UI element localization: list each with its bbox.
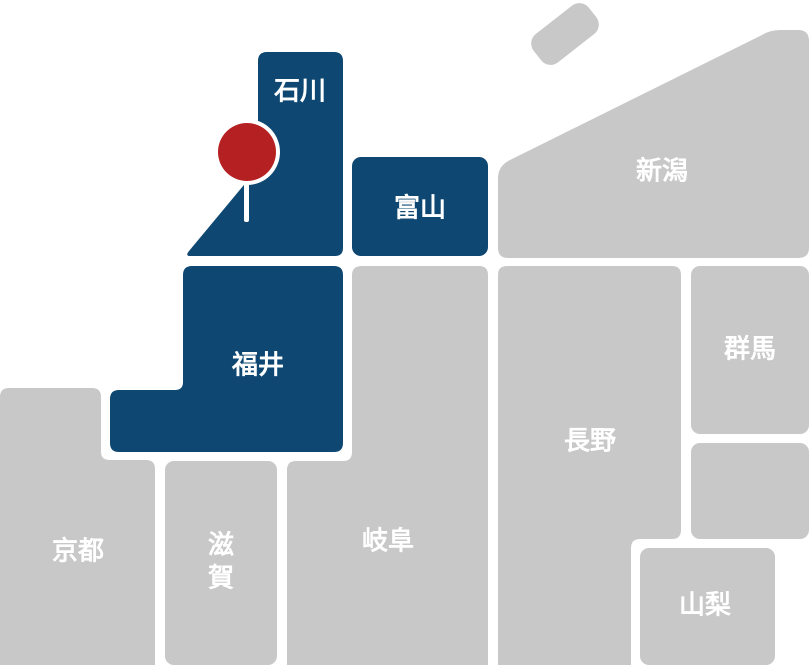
niigata-label: 新潟 <box>636 156 688 187</box>
prefecture-toyama[interactable] <box>352 157 488 256</box>
toyama-label: 富山 <box>394 193 446 224</box>
nagano-label: 長野 <box>564 427 616 457</box>
kyoto-label: 京都 <box>52 536 104 567</box>
prefecture-yamanashi[interactable] <box>640 548 775 665</box>
prefecture-gifu[interactable] <box>287 266 488 665</box>
prefecture-kyoto[interactable] <box>0 388 155 665</box>
fukui-label: 福井 <box>231 351 284 381</box>
gifu-label: 岐阜 <box>362 527 414 557</box>
prefecture-gunma[interactable] <box>691 266 809 434</box>
sado-island[interactable] <box>526 0 603 70</box>
shiga-label-line2: 賀 <box>207 564 234 594</box>
prefecture-nagano[interactable] <box>498 266 681 665</box>
prefecture-fukui[interactable] <box>110 266 343 452</box>
yamanashi-label: 山梨 <box>679 591 731 621</box>
location-pin-icon[interactable] <box>214 119 280 222</box>
gunma-label: 群馬 <box>723 335 776 365</box>
shiga-label-line1: 滋 <box>208 530 234 561</box>
ishikawa-label: 石川 <box>273 77 326 107</box>
prefecture-niigata[interactable] <box>498 30 809 258</box>
prefecture-shiga[interactable] <box>165 461 277 665</box>
prefecture-saitama[interactable] <box>691 443 809 539</box>
